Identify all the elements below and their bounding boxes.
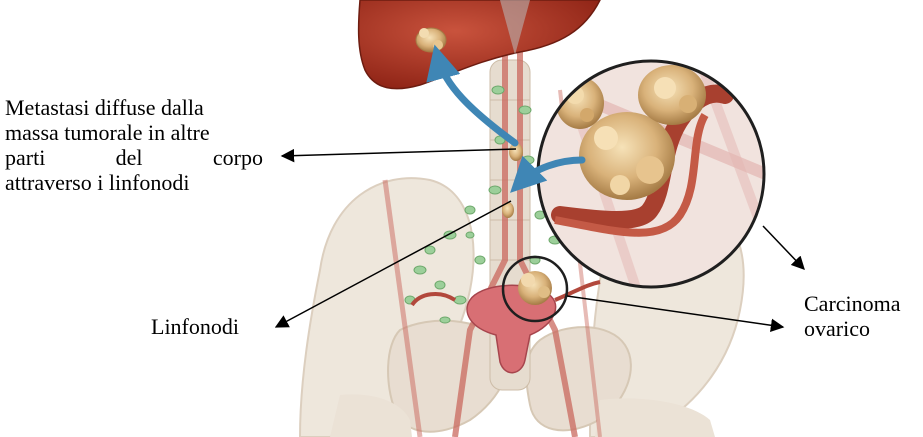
lens-pointer-arrow — [763, 226, 804, 269]
ovarian-carcinoma-line-1: Carcinoma — [804, 291, 923, 316]
liver-metastasis — [416, 28, 446, 52]
ovarian-carcinoma-line-2: ovarico — [804, 316, 923, 341]
ovarian-carcinoma-label: Carcinoma ovarico — [804, 291, 923, 341]
metastasis-pointer-arrow — [282, 149, 516, 156]
metastasis-label-line-4: attraverso i linfonodi — [5, 170, 263, 195]
lymph-nodes-label: Linfonodi — [151, 314, 239, 339]
metastasis-label-line-2: massa tumorale in altre — [5, 120, 263, 145]
metastasis-label-line-1: Metastasi diffuse dalla — [5, 95, 263, 120]
metastasis-label-line-3: parti del corpo — [5, 145, 263, 170]
metastasis-label: Metastasi diffuse dalla massa tumorale i… — [5, 95, 263, 195]
liver — [359, 0, 600, 89]
